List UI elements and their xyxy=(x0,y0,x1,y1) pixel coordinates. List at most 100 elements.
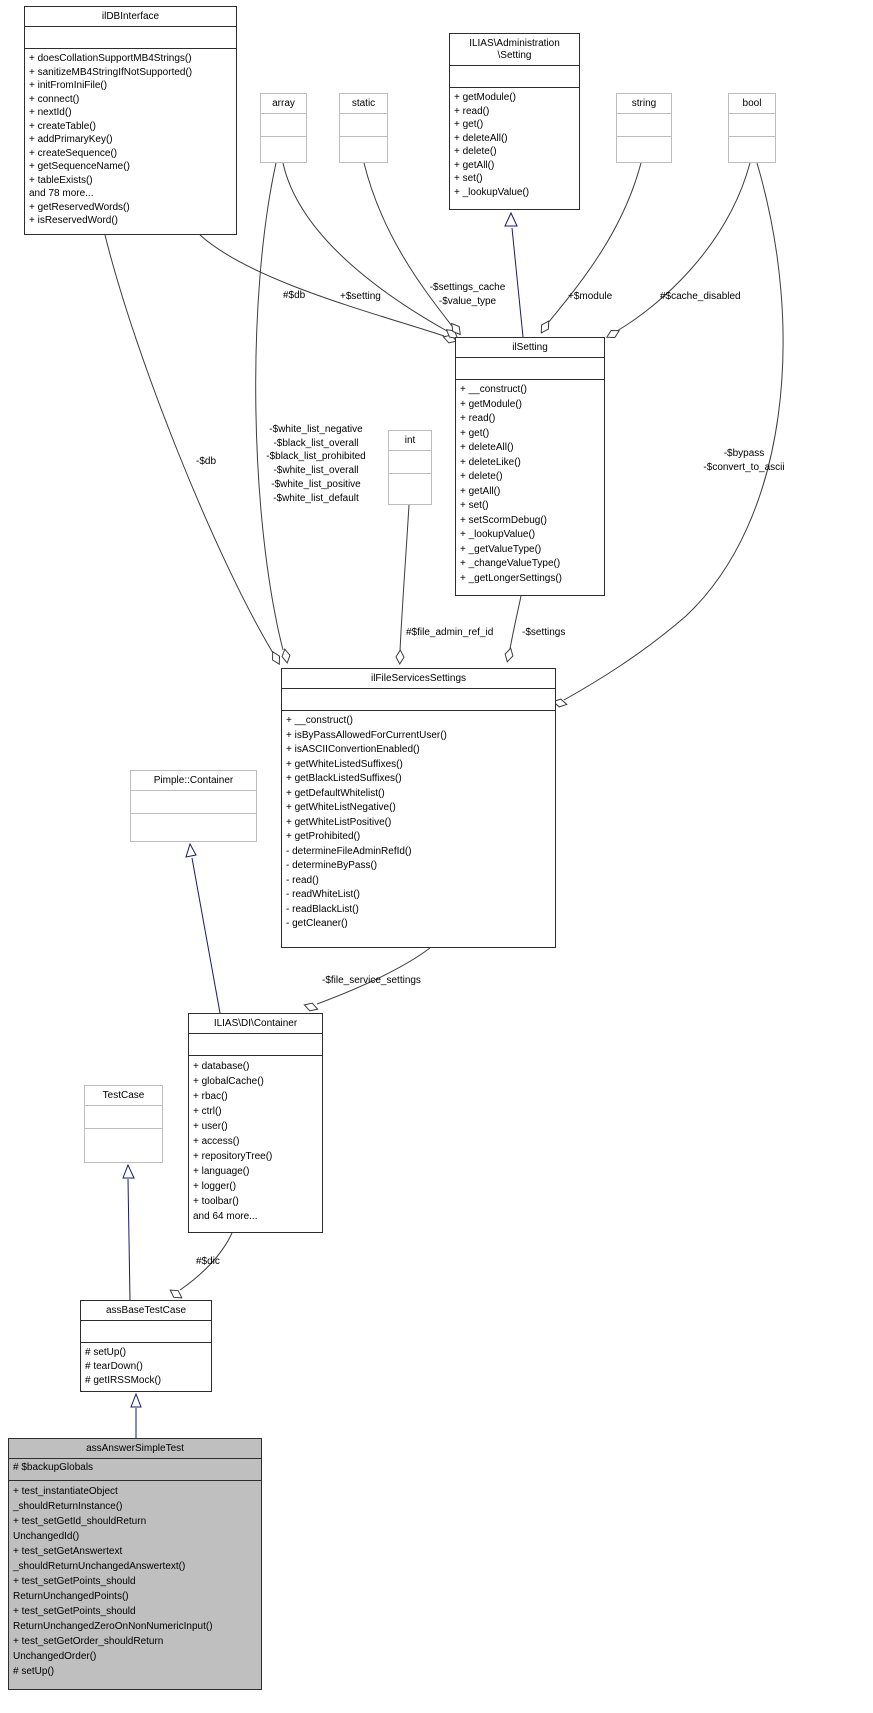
class-title: ILIAS\Administration \Setting xyxy=(450,34,579,66)
member-line: + deleteLike() xyxy=(460,456,521,468)
member-line: + setScormDebug() xyxy=(460,514,547,526)
member-line: # tearDown() xyxy=(85,1361,143,1372)
class-methods: + database()+ globalCache()+ rbac()+ ctr… xyxy=(189,1056,322,1227)
member-line: + user() xyxy=(193,1121,228,1132)
member-line: + getBlackListedSuffixes() xyxy=(286,773,402,784)
diamond xyxy=(451,322,461,336)
member-line: + getAll() xyxy=(460,485,501,497)
empty-compartment xyxy=(261,137,306,160)
class-static: static xyxy=(339,93,388,163)
empty-compartment xyxy=(389,474,431,497)
class-pimple-container: Pimple::Container xyxy=(130,770,257,842)
member-line: + getWhiteListNegative() xyxy=(286,802,396,813)
inheritance-edges xyxy=(127,227,524,1438)
edge-assbase-extends-testcase xyxy=(127,1178,131,1301)
class-array: array xyxy=(260,93,307,163)
empty-compartment xyxy=(131,814,256,837)
empty-compartment xyxy=(729,114,775,137)
class-ilias-di-container[interactable]: ILIAS\DI\Container + database()+ globalC… xyxy=(188,1013,323,1233)
member-line: + delete() xyxy=(460,471,503,482)
member-line: + isReservedWord() xyxy=(29,215,119,226)
member-line: + _getValueType() xyxy=(460,543,542,555)
class-attributes-empty xyxy=(450,66,579,88)
aggregation-diamonds xyxy=(169,320,621,1299)
member-line: and 78 more... xyxy=(29,188,94,199)
edge-dicontainer-to-assbase xyxy=(179,1232,233,1291)
member-line: + isASCIIConvertionEnabled() xyxy=(286,744,420,755)
class-title: ilDBInterface xyxy=(25,7,236,27)
member-line: + getDefaultWhitelist() xyxy=(286,787,385,799)
member-line: _shouldReturnUnchangedAnswertext() xyxy=(13,1561,186,1572)
class-methods: + getModule()+ read()+ get()+ deleteAll(… xyxy=(450,88,579,202)
member-line: + _lookupValue() xyxy=(460,529,536,540)
member-line: + test_setGetAnswertext xyxy=(13,1546,123,1557)
member-line: + toolbar() xyxy=(193,1196,239,1207)
type-title: static xyxy=(340,94,387,114)
class-attributes-empty xyxy=(456,358,604,380)
edge-string-to-ilsetting xyxy=(547,162,642,324)
member-line: + delete() xyxy=(454,146,497,157)
edge-label-white-lists: -$white_list_negative-$black_list_overal… xyxy=(240,423,392,505)
class-ilsetting[interactable]: ilSetting + __construct()+ getModule()+ … xyxy=(455,337,605,596)
member-line: # getIRSSMock() xyxy=(85,1375,162,1386)
member-line: + initFromIniFile() xyxy=(29,80,108,91)
member-line: - getCleaner() xyxy=(286,918,348,929)
member-line: + getProhibited() xyxy=(286,831,361,842)
member-line: ReturnUnchangedZeroOnNonNumericInput() xyxy=(13,1621,213,1632)
class-methods: + __construct()+ isByPassAllowedForCurre… xyxy=(282,711,555,935)
edge-bool-to-ilsetting xyxy=(616,162,751,332)
diamond xyxy=(169,1289,183,1299)
member-line: + read() xyxy=(460,413,496,424)
member-line: _shouldReturnInstance() xyxy=(13,1501,123,1512)
class-assanswersimpletest[interactable]: assAnswerSimpleTest # $backupGlobals + t… xyxy=(8,1438,262,1690)
class-attributes-empty xyxy=(282,689,555,711)
member-line: + __construct() xyxy=(460,384,527,395)
member-line: -$black_list_overall xyxy=(273,437,359,449)
class-title: ilFileServicesSettings xyxy=(282,669,555,689)
member-line: + _lookupValue() xyxy=(454,186,530,198)
member-line: + createTable() xyxy=(29,120,96,132)
diamond xyxy=(303,1002,319,1012)
member-line: and 64 more... xyxy=(193,1211,258,1222)
member-line: + globalCache() xyxy=(193,1076,264,1087)
edge-label-cache-disabled: #$cache_disabled xyxy=(660,291,741,302)
diamond xyxy=(271,650,281,666)
member-line: -$black_list_prohibited xyxy=(266,451,366,463)
member-line: + ctrl() xyxy=(193,1106,222,1117)
diamond xyxy=(504,647,514,663)
diamond xyxy=(605,329,621,339)
member-line: + test_setGetId_shouldReturn xyxy=(13,1516,147,1527)
diamond xyxy=(395,648,405,666)
member-line: -$settings_cache xyxy=(429,282,506,293)
class-int: int xyxy=(388,430,432,505)
member-line: + set() xyxy=(460,500,489,511)
empty-compartment xyxy=(85,1106,162,1129)
arrowhead xyxy=(122,1163,135,1179)
empty-compartment xyxy=(617,137,671,160)
empty-compartment xyxy=(729,137,775,160)
edge-label-file-admin-ref-id: #$file_admin_ref_id xyxy=(406,627,494,638)
member-line: + _changeValueType() xyxy=(460,558,561,569)
class-string: string xyxy=(616,93,672,163)
member-line: # setUp() xyxy=(85,1347,127,1358)
edge-ilsetting-to-filesettings xyxy=(509,595,522,650)
member-line: + test_setGetPoints_should xyxy=(13,1576,136,1587)
class-ildbinterface[interactable]: ilDBInterface + doesCollationSupportMB4S… xyxy=(24,6,237,235)
class-ilias-administration-setting[interactable]: ILIAS\Administration \Setting + getModul… xyxy=(449,33,580,210)
type-title: string xyxy=(617,94,671,114)
member-line: + read() xyxy=(454,105,490,117)
edge-db-to-filesettings xyxy=(104,234,274,654)
member-line: + getModule() xyxy=(460,398,522,410)
class-assbasetestcase[interactable]: assBaseTestCase # setUp()# tearDown()# g… xyxy=(80,1300,212,1392)
type-title: int xyxy=(389,431,431,451)
member-line: ReturnUnchangedPoints() xyxy=(13,1591,129,1602)
member-line: -$white_list_overall xyxy=(273,465,359,477)
class-methods: # setUp() # tearDown() # getIRSSMock() xyxy=(81,1343,211,1391)
class-ilfileservicessettings[interactable]: ilFileServicesSettings + __construct()+ … xyxy=(281,668,556,948)
member-line: + tableExists() xyxy=(29,174,93,186)
aggregation-edges xyxy=(104,162,784,1291)
member-line: + getWhiteListPositive() xyxy=(286,816,392,828)
class-title: Pimple::Container xyxy=(131,771,256,791)
member-line: - read() xyxy=(286,874,319,886)
member-line: + set() xyxy=(454,173,483,184)
